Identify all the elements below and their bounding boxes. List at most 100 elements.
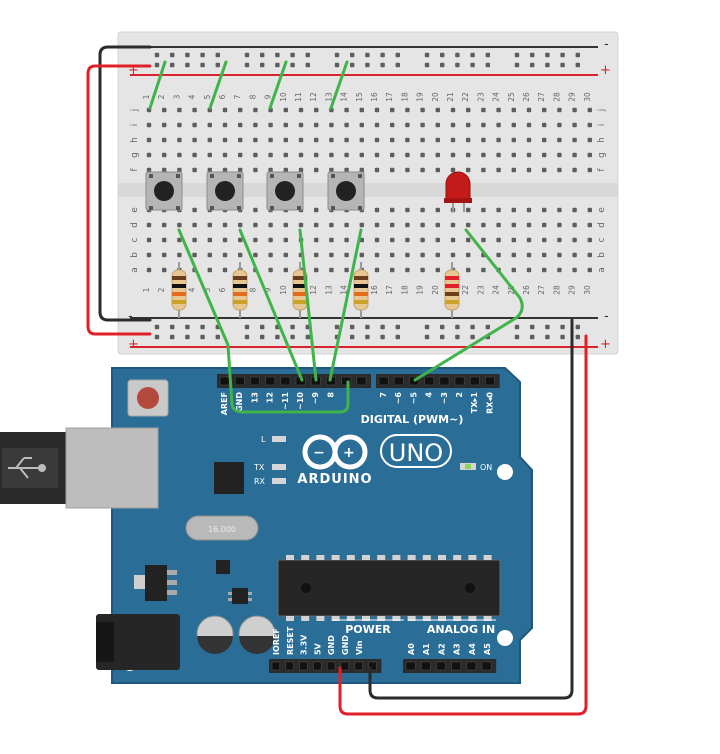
breadboard-hole[interactable] [557,167,562,173]
breadboard-hole[interactable] [511,237,516,243]
breadboard-hole[interactable] [344,107,349,113]
breadboard-hole[interactable] [405,152,410,158]
breadboard-hole[interactable] [560,324,565,330]
breadboard-hole[interactable] [314,152,319,158]
breadboard-hole[interactable] [496,252,501,258]
breadboard-hole[interactable] [154,324,160,330]
breadboard-hole[interactable] [440,324,445,330]
breadboard-hole[interactable] [420,122,425,128]
breadboard-hole[interactable] [587,237,592,243]
breadboard-hole[interactable] [496,207,501,213]
wire-black-gnd-right[interactable] [368,318,574,700]
breadboard-hole[interactable] [374,122,380,128]
breadboard-hole[interactable] [405,137,410,143]
breadboard-hole[interactable] [238,122,243,128]
breadboard-hole[interactable] [450,152,456,158]
breadboard-hole[interactable] [481,207,486,213]
breadboard-hole[interactable] [162,237,167,243]
breadboard-hole[interactable] [207,152,212,158]
breadboard-hole[interactable] [405,222,410,228]
wire-green-pin11[interactable] [298,228,318,382]
header-socket[interactable] [299,661,308,671]
breadboard-hole[interactable] [405,267,410,273]
breadboard-hole[interactable] [450,167,456,173]
breadboard-hole[interactable] [514,52,520,58]
breadboard-hole[interactable] [542,222,547,228]
wire-green-jumper[interactable] [329,60,349,110]
wire-black-gnd-left[interactable] [98,45,152,322]
red-led[interactable] [444,171,472,212]
breadboard-hole[interactable] [420,267,425,273]
breadboard-hole[interactable] [390,152,395,158]
breadboard-hole[interactable] [435,107,440,113]
breadboard-hole[interactable] [283,122,288,128]
breadboard-hole[interactable] [283,252,288,258]
breadboard-hole[interactable] [450,137,456,143]
breadboard-hole[interactable] [334,62,340,68]
breadboard-hole[interactable] [298,167,304,173]
breadboard-hole[interactable] [466,152,471,158]
breadboard-hole[interactable] [390,267,395,273]
breadboard-hole[interactable] [514,324,520,330]
breadboard-hole[interactable] [222,107,228,113]
wire-red-5v-right[interactable] [338,334,588,716]
breadboard-hole[interactable] [238,137,243,143]
breadboard-hole[interactable] [298,152,304,158]
breadboard-hole[interactable] [496,107,501,113]
breadboard-hole[interactable] [350,62,355,68]
breadboard-hole[interactable] [268,137,273,143]
breadboard-hole[interactable] [344,237,349,243]
pushbutton[interactable] [327,171,365,211]
breadboard-hole[interactable] [146,222,152,228]
breadboard-hole[interactable] [329,252,334,258]
breadboard-hole[interactable] [365,62,370,68]
breadboard-hole[interactable] [470,62,475,68]
breadboard-hole[interactable] [177,122,182,128]
breadboard-hole[interactable] [154,62,160,68]
breadboard-hole[interactable] [268,152,273,158]
breadboard-hole[interactable] [405,107,410,113]
breadboard-hole[interactable] [177,107,182,113]
header-socket[interactable] [436,661,446,671]
breadboard-hole[interactable] [511,252,516,258]
breadboard-hole[interactable] [314,107,319,113]
breadboard-hole[interactable] [587,222,592,228]
resistor[interactable] [353,262,369,318]
breadboard-hole[interactable] [290,324,295,330]
pushbutton-cap[interactable] [154,181,174,201]
breadboard-hole[interactable] [557,237,562,243]
breadboard-hole[interactable] [496,137,501,143]
breadboard-hole[interactable] [572,207,577,213]
breadboard-hole[interactable] [557,137,562,143]
breadboard-hole[interactable] [192,167,197,173]
breadboard-hole[interactable] [557,222,562,228]
power-jack[interactable] [96,614,180,670]
breadboard-hole[interactable] [572,107,577,113]
arduino-uno-board[interactable]: 16.000 L TX RX ON − + ARDUINO UNO DIGITA… [0,367,533,684]
breadboard-hole[interactable] [162,167,167,173]
header-socket[interactable] [469,376,480,386]
breadboard-hole[interactable] [466,267,471,273]
breadboard-hole[interactable] [192,237,197,243]
breadboard-hole[interactable] [450,252,456,258]
breadboard-hole[interactable] [557,207,562,213]
breadboard-hole[interactable] [530,52,535,58]
breadboard-hole[interactable] [496,167,501,173]
breadboard-hole[interactable] [359,152,364,158]
header-socket[interactable] [250,376,260,386]
breadboard-hole[interactable] [466,222,471,228]
breadboard-hole[interactable] [146,167,152,173]
breadboard-hole[interactable] [390,252,395,258]
breadboard-hole[interactable] [238,152,243,158]
breadboard-hole[interactable] [557,122,562,128]
header-socket[interactable] [340,661,350,671]
breadboard-hole[interactable] [587,107,592,113]
breadboard-hole[interactable] [350,52,355,58]
breadboard-hole[interactable] [542,107,547,113]
breadboard-hole[interactable] [542,122,547,128]
breadboard-hole[interactable] [466,252,471,258]
breadboard-hole[interactable] [575,334,580,340]
wire-green-led-pin5[interactable] [413,228,524,382]
breadboard-hole[interactable] [496,237,501,243]
breadboard-hole[interactable] [530,334,535,340]
